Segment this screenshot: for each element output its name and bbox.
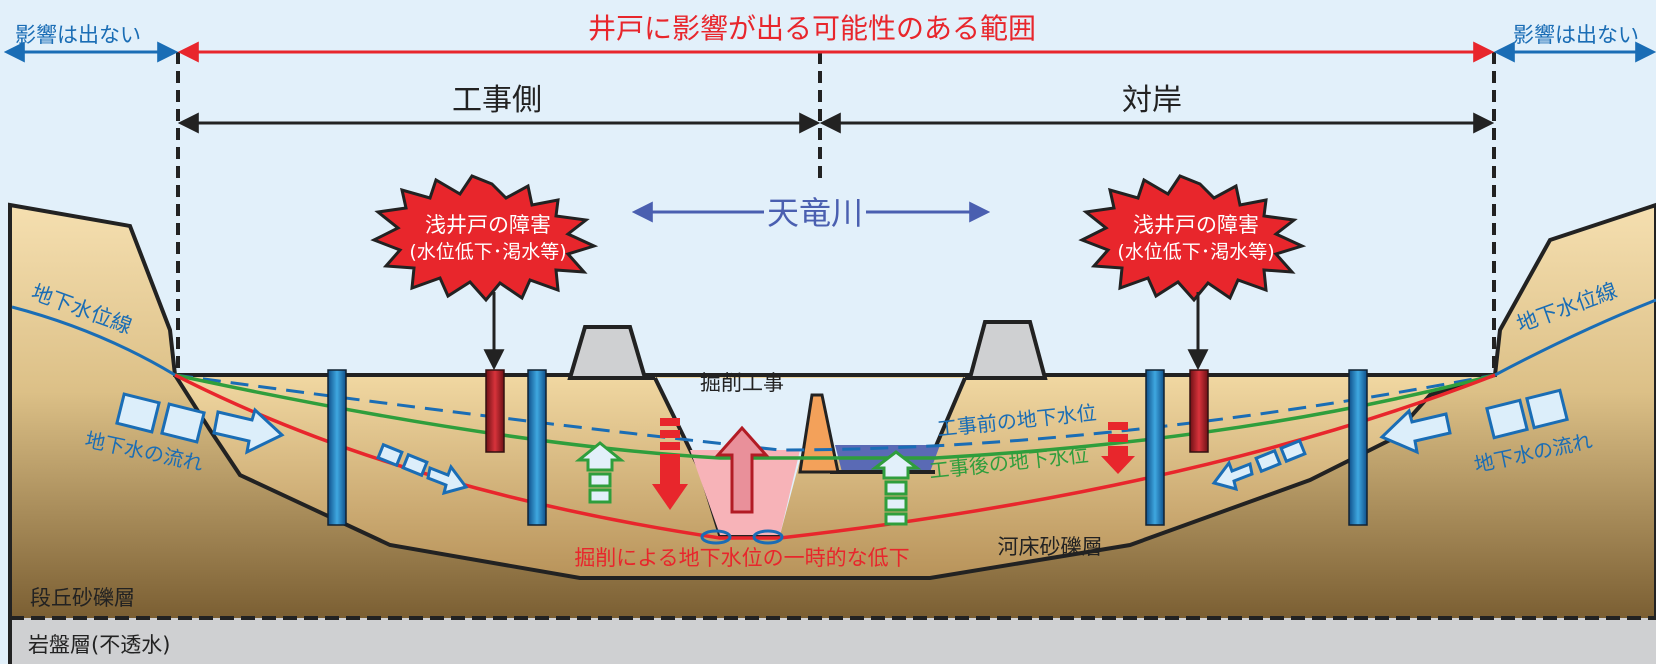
well-red-right: [1189, 369, 1209, 453]
no-effect-left-label: 影響は出ない: [15, 23, 141, 47]
gw-flow-arrow-right-small: [1211, 438, 1307, 492]
range-label: 井戸に影響が出る可能性のある範囲: [588, 12, 1036, 45]
opposite-bank-label: 対岸: [1122, 83, 1182, 118]
pump-up-arrow: [714, 425, 770, 514]
gw-line-right-path: [1494, 298, 1656, 377]
terrace-layer-label: 段丘砂礫層: [30, 586, 135, 610]
bedrock: [10, 618, 1656, 664]
burst-left: [370, 174, 599, 303]
green-up-arrow-left: [574, 441, 626, 504]
levee-right: [967, 320, 1048, 380]
pump-left: [700, 529, 732, 545]
burst-left-line2: (水位低下･渇水等): [409, 241, 566, 263]
construction-side-label: 工事側: [452, 83, 542, 118]
river-name-label: 天竜川: [767, 194, 863, 232]
excavation-label: 掘削工事: [700, 371, 784, 395]
gw-flow-arrow-left-small: [376, 442, 469, 496]
burst-right: [1078, 174, 1307, 303]
no-effect-right-label: 影響は出ない: [1513, 23, 1639, 47]
burst-right-line2: (水位低下･渇水等): [1117, 241, 1274, 263]
temp-drop-label: 掘削による地下水位の一時的な低下: [574, 546, 909, 570]
bedrock-layer-label: 岩盤層(不透水): [28, 633, 170, 657]
levee-left: [567, 325, 648, 380]
gw-line-left-path: [11, 305, 176, 377]
well-blue-2: [527, 369, 547, 526]
green-up-arrow-right: [870, 450, 922, 526]
riverbed-layer-label: 河床砂礫層: [998, 535, 1103, 559]
well-blue-4: [1348, 369, 1368, 526]
red-down-arrow-right: [1101, 422, 1135, 474]
cofferdam-cone: [798, 393, 840, 474]
gw-flow-arrow-left-big: [115, 392, 285, 455]
red-down-arrow-left: [652, 418, 688, 510]
burst-left-line1: 浅井戸の障害: [425, 213, 551, 237]
pump-right: [752, 529, 784, 545]
after-level-line: [174, 373, 1496, 460]
before-level-line: [174, 373, 1496, 452]
gw-flow-arrow-right-big: [1379, 388, 1569, 455]
well-blue-3: [1145, 369, 1165, 526]
well-red-left: [485, 369, 505, 453]
well-blue-1: [327, 369, 347, 526]
burst-right-line1: 浅井戸の障害: [1133, 213, 1259, 237]
